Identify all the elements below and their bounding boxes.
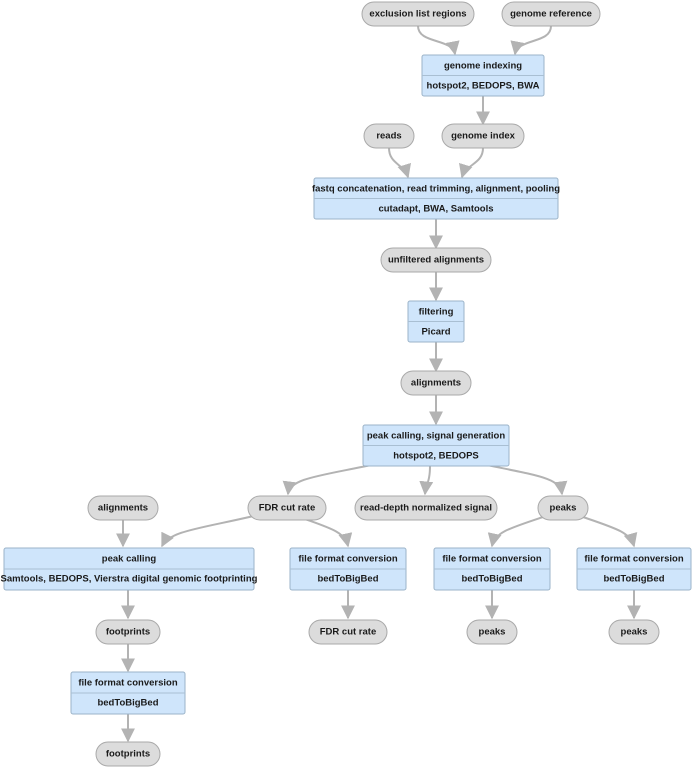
box-tools: Samtools, BEDOPS, Vierstra digital genom… xyxy=(1,574,258,585)
pill-alignments-left: alignments xyxy=(87,495,159,521)
edge-fdr-to-ffc xyxy=(301,517,353,548)
box-ffc-fdr: file format conversion bedToBigBed xyxy=(289,547,407,591)
box-title: fastq concatenation, read trimming, alig… xyxy=(312,184,560,195)
box-title: file format conversion xyxy=(298,554,397,565)
box-tools: bedToBigBed xyxy=(603,574,664,585)
box-ffc-peaks-b: file format conversion bedToBigBed xyxy=(576,547,692,591)
pill-label: peaks xyxy=(621,627,648,638)
box-ffc-footprints: file format conversion bedToBigBed xyxy=(70,671,186,715)
pill-label: alignments xyxy=(411,378,461,389)
edge-reads-to-preprocess xyxy=(388,147,411,179)
edge-peakcalling-to-fdr xyxy=(282,463,377,496)
pill-label: footprints xyxy=(106,627,150,638)
box-tools: bedToBigBed xyxy=(317,574,378,585)
box-preprocess: fastq concatenation, read trimming, alig… xyxy=(312,177,560,220)
box-tools: hotspot2, BEDOPS xyxy=(393,451,479,462)
pill-alignments: alignments xyxy=(400,370,472,396)
edge-fdr-to-peak-calling xyxy=(161,513,263,548)
box-ffc-peaks-a: file format conversion bedToBigBed xyxy=(433,547,551,591)
pill-label: read-depth normalized signal xyxy=(360,503,492,514)
box-tools: cutadapt, BWA, Samtools xyxy=(378,204,493,215)
pill-label: footprints xyxy=(106,749,150,760)
pill-label: genome index xyxy=(451,131,516,142)
pill-genome-reference: genome reference xyxy=(501,1,601,27)
edge-peakcalling-to-peaks xyxy=(481,463,568,496)
box-genome-indexing: genome indexing hotspot2, BEDOPS, BWA xyxy=(421,54,545,97)
box-tools: bedToBigBed xyxy=(97,698,158,709)
edges xyxy=(116,25,641,743)
edge-peaks-to-ffc-a xyxy=(487,515,547,548)
pill-label: genome reference xyxy=(510,9,592,20)
edge-peaks-to-ffc-b xyxy=(579,515,638,548)
pill-label: alignments xyxy=(98,503,148,514)
pill-fdr-cut-rate: FDR cut rate xyxy=(247,495,327,521)
box-title: filtering xyxy=(419,307,454,318)
pill-label: unfiltered alignments xyxy=(388,255,484,266)
edge-peakcalling-to-signal xyxy=(419,465,434,496)
pill-fdr-cut-rate-out: FDR cut rate xyxy=(308,619,388,645)
box-peak-calling: peak calling Samtools, BEDOPS, Vierstra … xyxy=(1,547,258,591)
pill-footprints: footprints xyxy=(95,619,161,645)
pill-label: FDR cut rate xyxy=(320,627,376,638)
pill-exclusion-list: exclusion list regions xyxy=(361,1,475,27)
box-title: file format conversion xyxy=(78,678,177,689)
box-title: peak calling, signal generation xyxy=(367,431,506,442)
pill-label: exclusion list regions xyxy=(369,9,466,20)
pill-read-depth-signal: read-depth normalized signal xyxy=(354,495,498,521)
pill-peaks: peaks xyxy=(537,495,589,521)
pill-unfiltered-alignments: unfiltered alignments xyxy=(380,247,492,273)
box-title: file format conversion xyxy=(584,554,683,565)
pill-reads: reads xyxy=(363,123,415,149)
edge-index-to-preprocess xyxy=(459,147,484,179)
box-tools: Picard xyxy=(421,327,450,338)
pill-genome-index: genome index xyxy=(441,123,525,149)
box-tools: bedToBigBed xyxy=(461,574,522,585)
pill-label: FDR cut rate xyxy=(259,503,315,514)
box-peak-signal: peak calling, signal generation hotspot2… xyxy=(362,424,510,467)
box-filtering: filtering Picard xyxy=(407,300,465,343)
pill-peaks-out-b: peaks xyxy=(608,619,660,645)
box-title: peak calling xyxy=(102,554,157,565)
edge-reference-to-indexing xyxy=(510,25,552,56)
pill-label: reads xyxy=(376,131,401,142)
box-title: file format conversion xyxy=(442,554,541,565)
edge-exclusion-to-indexing xyxy=(417,25,460,56)
pill-footprints-out: footprints xyxy=(95,741,161,767)
pill-label: peaks xyxy=(550,503,577,514)
box-tools: hotspot2, BEDOPS, BWA xyxy=(427,81,540,92)
pill-peaks-out-a: peaks xyxy=(466,619,518,645)
pill-label: peaks xyxy=(479,627,506,638)
box-title: genome indexing xyxy=(444,61,522,72)
